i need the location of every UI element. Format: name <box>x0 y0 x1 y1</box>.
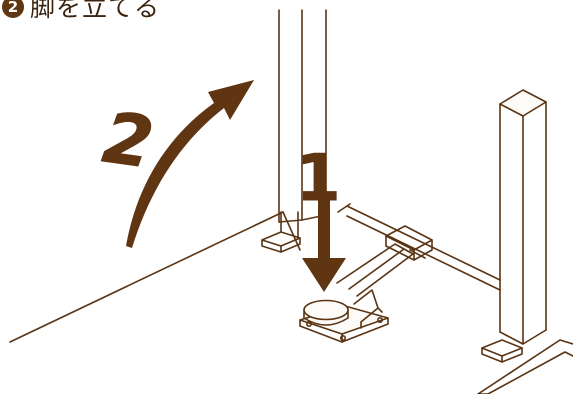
tabletop-slab <box>477 339 573 394</box>
stretcher-rail <box>337 203 501 291</box>
left-foot-pad <box>261 211 301 253</box>
floor-mount-foot <box>299 289 389 343</box>
folding-leg-arm <box>336 243 414 297</box>
step-1-number: 1 <box>296 142 341 216</box>
down-arrow-icon <box>302 192 346 292</box>
hinge-bracket <box>385 225 433 261</box>
step-caption: 2 脚を立てる <box>2 0 160 20</box>
right-foot-pad <box>481 339 523 363</box>
curved-up-arrow-icon <box>126 80 254 248</box>
right-upright-leg <box>499 89 547 345</box>
step-2-number: 2 <box>98 96 158 184</box>
floor-line-left <box>9 211 284 343</box>
caption-text: 脚を立てる <box>30 0 161 22</box>
caption-step-badge: 2 <box>2 0 24 18</box>
floor-line-back <box>282 211 301 251</box>
